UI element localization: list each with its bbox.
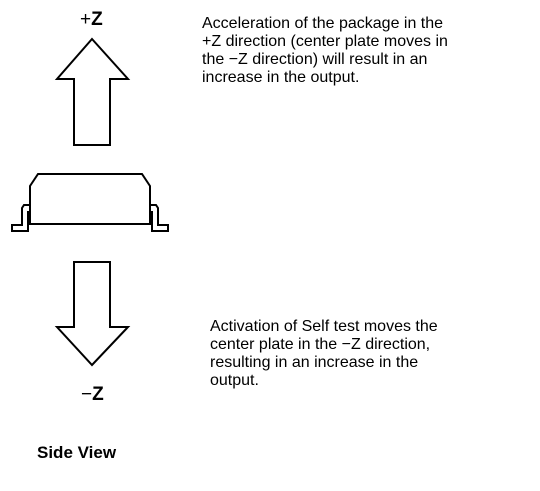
minus-z-sign: − bbox=[81, 384, 93, 405]
plus-z-sign: + bbox=[80, 9, 92, 30]
minus-z-label: −Z bbox=[81, 384, 104, 406]
up-arrow-icon bbox=[54, 37, 131, 146]
down-arrow-icon bbox=[54, 261, 131, 367]
minus-z-axis-letter: Z bbox=[92, 384, 104, 405]
package-body bbox=[29, 173, 151, 225]
plus-z-axis-letter: Z bbox=[91, 9, 103, 30]
acceleration-note: Acceleration of the package in the +Z di… bbox=[202, 15, 448, 86]
package-right-lead bbox=[150, 204, 169, 232]
view-title: Side View bbox=[37, 443, 117, 462]
package-side-view-icon bbox=[11, 173, 169, 232]
package-left-lead bbox=[11, 204, 30, 232]
plus-z-label: +Z bbox=[80, 9, 103, 31]
self-test-note: Activation of Self test moves the center… bbox=[210, 318, 438, 389]
